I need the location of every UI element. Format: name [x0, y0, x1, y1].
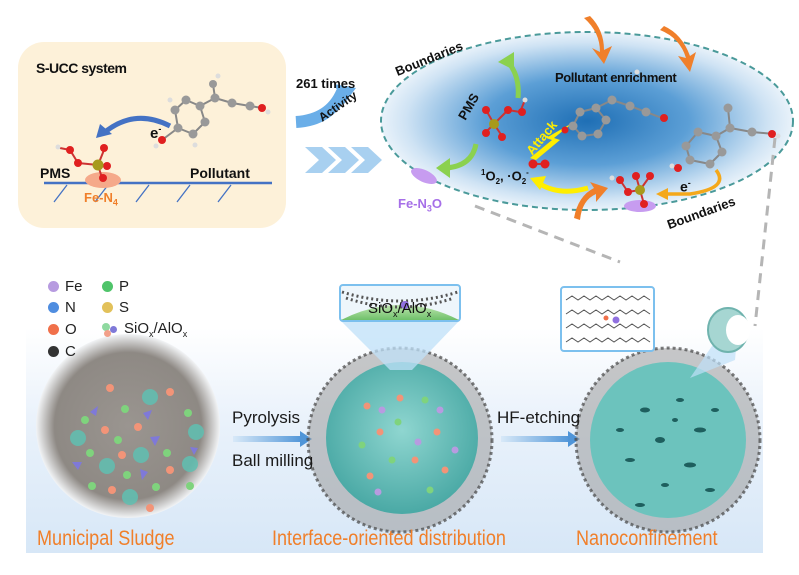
pyrolysis-arrowhead-icon: [300, 431, 312, 447]
graphene-sheet: [341, 290, 459, 303]
s-ucc-title: S-UCC system: [36, 60, 127, 76]
fe-n3o-site: [411, 167, 437, 185]
caption-municipal-sludge: Municipal Sludge: [37, 527, 175, 550]
zoom-guide-line: [753, 137, 777, 327]
sludge-particle: [36, 334, 220, 518]
hf-etching-arrowhead-icon: [568, 431, 580, 447]
surface-line: [44, 181, 272, 203]
pms-molecule-ellipse: [482, 97, 528, 141]
electron-arrowhead-icon: [656, 188, 668, 200]
oxide-inset-label: SiOx/AlOx: [368, 300, 432, 319]
caption-nanoconfinement: Nanoconfinement: [576, 527, 718, 550]
oxide-core: [326, 362, 478, 514]
oxide-cluster-icon: [102, 322, 118, 337]
core-dopants: [358, 394, 459, 496]
nanotube-opening: [726, 315, 750, 345]
legend-item-o: O: [48, 320, 102, 339]
c-dot-icon: [48, 346, 59, 357]
pms-molecule: [55, 144, 111, 182]
legend-item-c: C: [48, 343, 102, 360]
s-dot-icon: [102, 302, 113, 313]
pyrolysis-label: Pyrolysis: [232, 408, 301, 427]
element-legend: Fe P N S O SiOx/AlOx C: [48, 278, 187, 360]
oxide-dome: [341, 305, 459, 320]
pores: [616, 398, 719, 507]
o-dot-icon: [48, 324, 59, 335]
pms-molecule-bottom: [609, 172, 654, 208]
legend-item-n: N: [48, 299, 102, 316]
boundary-dashed-outline: [380, 31, 794, 211]
pollutant-label: Pollutant: [190, 165, 250, 181]
ros-label: 1O2, ·O2-: [481, 168, 529, 186]
porous-carbon-core: [590, 362, 746, 518]
electron-transfer-arrow: [103, 115, 172, 134]
fe-n3o-site-bottom: [624, 200, 656, 212]
pms-label: PMS: [40, 165, 71, 181]
n-dot-icon: [48, 302, 59, 313]
ros-generation-arrow: [538, 181, 589, 194]
electron-return-arrow: [668, 168, 722, 196]
legend-item-fe: Fe: [48, 278, 102, 295]
confinement-region: [381, 32, 793, 210]
legend-item-oxide: SiOx/AlOx: [102, 320, 187, 339]
electron-label: e-: [150, 124, 162, 142]
green-arrowhead-icon: [498, 52, 514, 70]
chevron-arrows-icon: [305, 147, 382, 173]
pms-out-arrow: [445, 143, 479, 171]
p-dot-icon: [102, 281, 113, 292]
hf-etching-label: HF-etching: [497, 408, 581, 427]
electron-arrowhead-icon: [96, 124, 112, 138]
pollutant-molecule-right: [669, 103, 781, 172]
yellow-arrowhead-icon: [530, 176, 546, 190]
fe-atom: [401, 301, 409, 309]
orange-arrow-icon: [574, 182, 608, 220]
ball-milling-label: Ball milling: [232, 451, 314, 470]
attack-bolt-icon: [530, 122, 574, 160]
orange-arrow-icon: [584, 16, 612, 64]
zoom-cone-middle: [340, 320, 460, 370]
fe-n3o-label: Fe-N3O: [398, 196, 443, 214]
enrichment-arrows: [574, 16, 696, 220]
activity-fold-label: 261 times: [296, 76, 356, 91]
fe-dot-icon: [48, 281, 59, 292]
electron-label-ellipse: e-: [680, 178, 691, 195]
orange-arrow-icon: [660, 26, 696, 72]
graphene-lattice-inset: [565, 295, 651, 343]
activity-arrowhead-icon: [334, 84, 356, 104]
caption-interface-distribution: Interface-oriented distribution: [272, 527, 506, 550]
enriched-pollutant-molecule: [561, 69, 668, 141]
legend-item-s: S: [102, 299, 187, 316]
activity-curved-arrow: [295, 89, 348, 128]
fe-n4-label: Fe-N4: [84, 190, 118, 208]
oxygen-molecule: [528, 159, 550, 169]
pollutant-molecule: [153, 73, 271, 149]
s-ucc-panel: [18, 42, 286, 228]
pollutant-enrichment-label: Pollutant enrichment: [555, 70, 677, 85]
fe-atom-inset: [612, 316, 620, 324]
hf-etching-arrow: [501, 436, 571, 442]
legend-item-p: P: [102, 278, 187, 295]
green-arrowhead-icon: [436, 158, 450, 178]
pyrolysis-arrow: [233, 436, 303, 442]
zoom-guide-line: [474, 204, 621, 264]
sludge-inclusions: [70, 384, 204, 512]
